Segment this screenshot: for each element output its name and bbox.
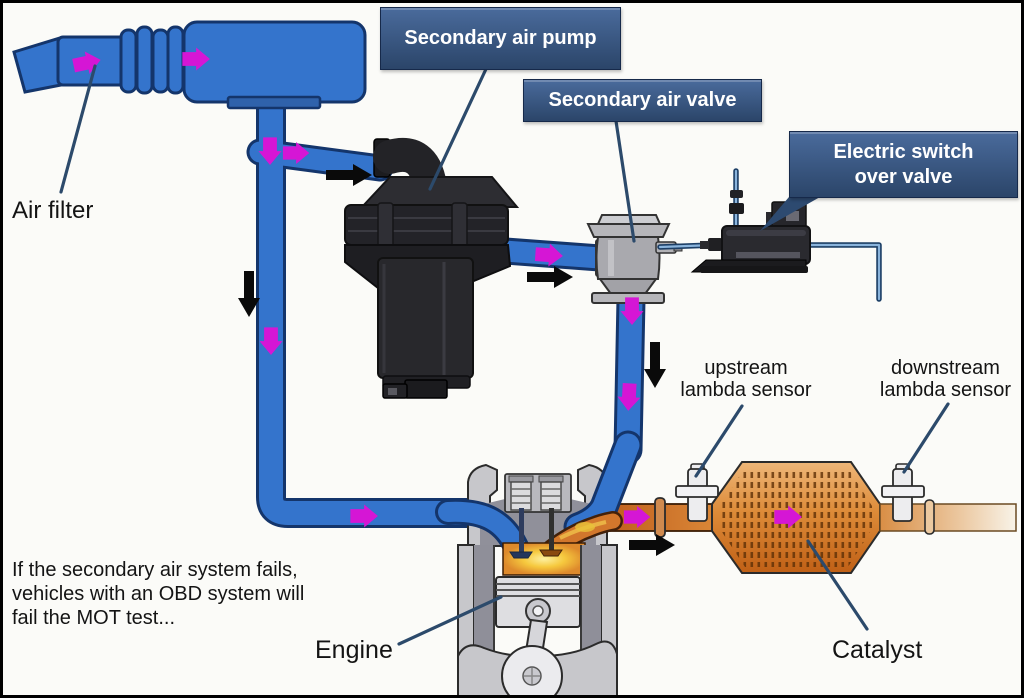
air-filter-housing <box>182 20 367 104</box>
air-pipes <box>246 81 646 528</box>
control-hose <box>807 242 882 302</box>
callout-lines <box>59 64 950 646</box>
callout-air-filter <box>59 64 97 194</box>
callout-engine <box>397 595 503 646</box>
callout-upstream <box>694 404 744 478</box>
label-box-secondary-air-pump: Secondary air pump <box>380 7 621 70</box>
label-downstream-lambda-sensor: downstream lambda sensor <box>879 357 1012 401</box>
pipe-filter-to-engine <box>259 84 484 525</box>
callout-valve <box>614 119 636 243</box>
secondary-air-pump <box>344 138 520 399</box>
label-box-electric-switch-over-valve: Electric switch over valve <box>789 131 1018 198</box>
upstream-lambda-sensor <box>675 463 719 522</box>
callout-eso-pointer <box>760 197 820 231</box>
engine <box>435 430 643 698</box>
intake-runner <box>438 501 527 559</box>
pipe-filter-to-pump <box>249 141 391 179</box>
pump-body <box>377 257 474 379</box>
air-filter-outlet-lip <box>226 95 322 110</box>
label-electric-switch-over-valve: Electric switch over valve <box>833 140 974 188</box>
air-filter <box>12 20 367 110</box>
black-arrow-icon <box>527 266 573 288</box>
callout-downstream <box>902 402 950 474</box>
note-obd-mot: If the secondary air system fails, vehic… <box>12 559 305 629</box>
label-air-filter: Air filter <box>12 197 94 224</box>
label-box-secondary-air-valve: Secondary air valve <box>523 79 762 122</box>
electric-switchover-valve <box>657 168 882 302</box>
black-arrow-icon <box>644 342 666 388</box>
exhaust-line <box>605 461 1017 574</box>
exhaust-flange-ring <box>654 497 666 538</box>
pipe-valve-down <box>616 287 643 462</box>
combustion-chamber <box>502 542 586 576</box>
air-filter-bellows <box>119 25 185 95</box>
callout-pump <box>428 67 488 191</box>
label-engine: Engine <box>315 636 393 664</box>
label-secondary-air-valve: Secondary air valve <box>548 89 737 111</box>
callout-catalyst <box>806 539 869 631</box>
label-catalyst: Catalyst <box>832 636 923 664</box>
black-arrow-icon <box>629 534 675 556</box>
valve-body <box>595 236 661 280</box>
secondary-air-valve <box>586 214 683 304</box>
label-secondary-air-pump: Secondary air pump <box>404 27 597 49</box>
label-upstream-lambda-sensor: upstream lambda sensor <box>680 357 812 401</box>
